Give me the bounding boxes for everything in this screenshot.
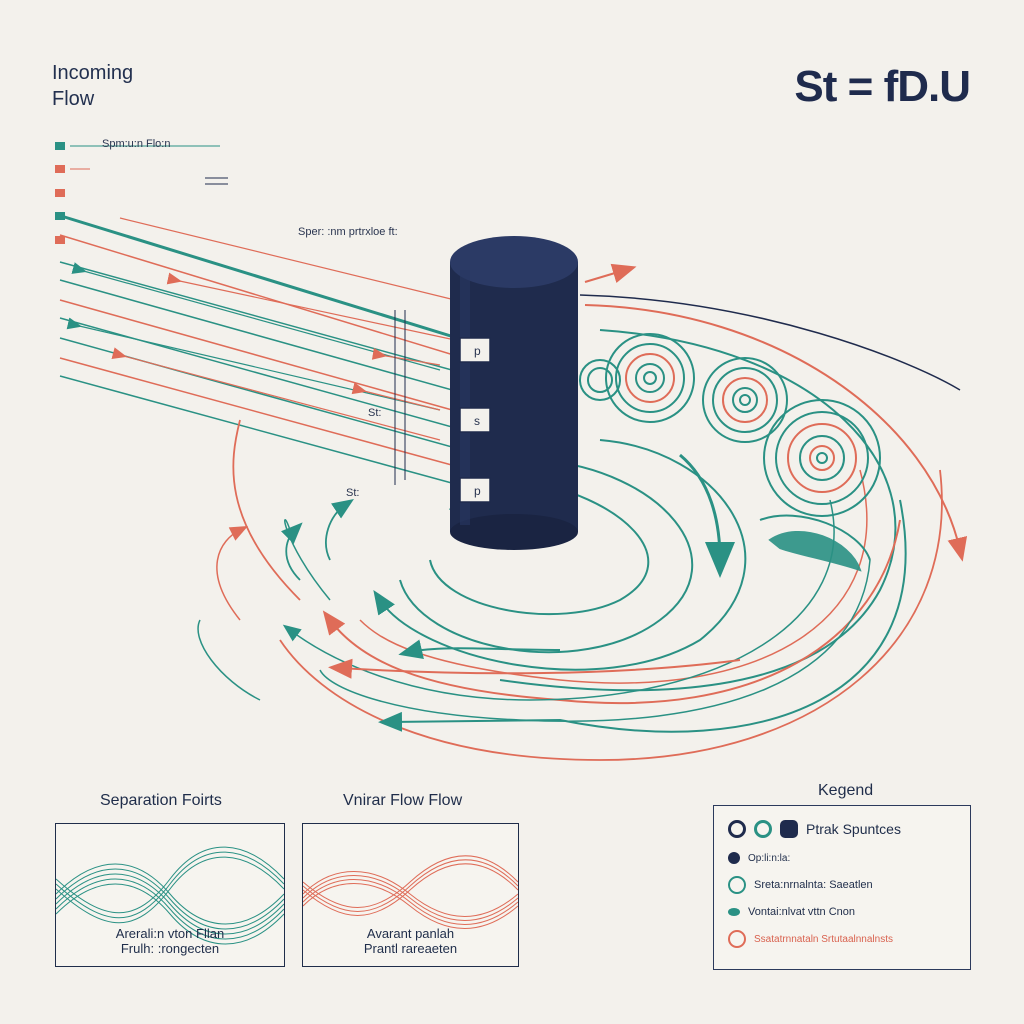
annotation-mid: St: <box>368 407 382 419</box>
title-line-2: Flow <box>52 88 95 110</box>
panel-1-caption-line-2: Frulh: :rongecten <box>120 941 220 956</box>
marker-boxes <box>459 337 491 503</box>
legend-title: Kegend <box>818 782 874 799</box>
legend-item-1: Ptrak Spuntces <box>728 820 901 838</box>
panel-2-title: Vnirar Flow Flow <box>343 792 463 809</box>
marker-label-1: p <box>474 344 481 358</box>
legend-label-4: Vontai:nlvat vttn Cnon <box>748 906 856 918</box>
wake-curves <box>197 263 968 761</box>
legend-label-5: Ssatatrnnataln Srtutaalnnalnsts <box>754 933 893 945</box>
title-line-1: Incoming <box>52 62 134 84</box>
marker-label-2: s <box>474 414 480 428</box>
marker-label-3: p <box>474 484 481 498</box>
legend-label-3: Sreta:nrnalnta: Saeatlen <box>754 879 873 891</box>
legend-item-4: Vontai:nlvat vttn Cnon <box>728 906 855 918</box>
vortex-street <box>579 333 881 572</box>
annotation-lower: St: <box>346 487 360 499</box>
panel-2-waves <box>302 855 519 929</box>
dark-dot-icon <box>728 852 740 864</box>
panel-1-waves <box>55 846 285 945</box>
teal-d-icon <box>728 876 746 894</box>
panel-1-title: Separation Foirts <box>100 792 222 809</box>
cylinder <box>450 236 578 550</box>
legend: Ptrak Spuntces Op:li:n:la: Sreta:nrnalnt… <box>713 805 971 970</box>
annotation-top-left: Spm:u:n Flo:n <box>102 138 171 150</box>
annotation-top-mid: Sper: :nm prtrxloe ft: <box>298 226 398 238</box>
inflow-markers <box>55 142 228 244</box>
strouhal-formula: St = fD.U <box>794 62 971 111</box>
legend-item-5: Ssatatrnnataln Srtutaalnnalnsts <box>728 930 893 948</box>
diagram-title: Incoming Flow <box>52 60 133 112</box>
legend-label-1: Ptrak Spuntces <box>806 821 901 837</box>
panel-2-caption: Avarant panlah Prantl rareaeten <box>303 926 518 956</box>
red-l-icon <box>728 930 746 948</box>
legend-item-2: Op:li:n:la: <box>728 852 790 864</box>
incoming-streamlines <box>57 213 481 489</box>
teal-dot-icon <box>728 908 740 916</box>
dark-ring-icon <box>728 820 746 838</box>
panel-1-box: Arerali:n vton Fllan Frulh: :rongecten <box>55 823 285 967</box>
panel-1-caption-line-1: Arerali:n vton Fllan <box>115 926 225 941</box>
dark-c-icon <box>780 820 798 838</box>
panel-2-box: Avarant panlah Prantl rareaeten <box>302 823 519 967</box>
panel-1-caption: Arerali:n vton Fllan Frulh: :rongecten <box>56 926 284 956</box>
legend-label-2: Op:li:n:la: <box>748 852 791 864</box>
panel-2-caption-line-1: Avarant panlah <box>366 926 455 941</box>
legend-item-3: Sreta:nrnalnta: Saeatlen <box>728 876 873 894</box>
teal-ring-icon <box>754 820 772 838</box>
panel-2-caption-line-2: Prantl rareaeten <box>363 941 458 956</box>
